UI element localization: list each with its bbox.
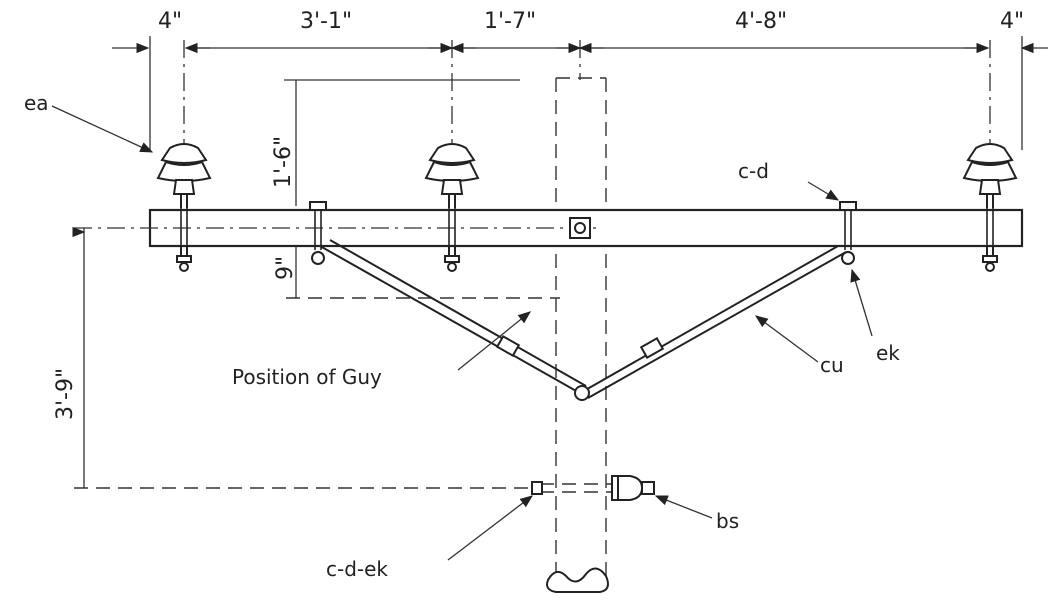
pin-height-dimension <box>284 79 520 206</box>
pin-nut-right <box>982 245 998 272</box>
dim-span-right: 4'-8" <box>735 9 787 34</box>
dim-guy-drop: 3'-9" <box>53 368 78 420</box>
pin-nut-left <box>176 245 192 272</box>
pole <box>546 77 609 593</box>
guy-bolt-assembly <box>531 475 655 501</box>
dim-span-left: 3'-1" <box>300 9 352 34</box>
dim-left-overhang: 4" <box>158 9 182 34</box>
label-guy-position: Position of Guy <box>232 365 382 389</box>
leader-insulator <box>51 105 154 153</box>
pin-nut-center <box>444 245 460 272</box>
brace-bolt-left <box>309 201 327 265</box>
dim-pin-height: 1'-6" <box>271 136 296 188</box>
pole-break-symbol <box>546 567 609 593</box>
guy-height-dimension <box>74 228 530 489</box>
brace-right <box>581 245 847 399</box>
brace-bolt-right <box>839 201 857 265</box>
pin-center-lines <box>183 40 991 150</box>
leader-guy-bolt <box>447 495 534 561</box>
leader-guy-position <box>457 311 532 371</box>
brace-apex-bolt <box>574 385 590 401</box>
dim-span-center: 1'-7" <box>484 9 536 34</box>
label-brace: cu <box>820 353 844 377</box>
insulator-left <box>157 143 211 209</box>
label-insulator: ea <box>24 91 49 115</box>
dim-right-overhang: 4" <box>1000 9 1024 34</box>
label-bolt: c-d <box>738 159 769 183</box>
leader-guy-attachment <box>654 495 713 519</box>
leader-brace <box>754 315 819 363</box>
label-guy-attachment: bs <box>716 509 739 533</box>
leader-bolt <box>807 181 840 201</box>
brace-drop-dimension <box>286 246 560 299</box>
brace-left <box>319 239 587 393</box>
top-dimension-line <box>112 36 1048 150</box>
pin-shanks <box>180 208 994 246</box>
insulator-right <box>963 143 1017 209</box>
label-washer: ek <box>876 341 900 365</box>
dim-brace-drop: 9" <box>273 256 298 280</box>
leader-washer <box>850 268 873 337</box>
insulator-center <box>425 143 479 209</box>
crossarm-through-bolt <box>569 217 591 239</box>
label-guy-bolt: c-d-ek <box>326 557 388 581</box>
